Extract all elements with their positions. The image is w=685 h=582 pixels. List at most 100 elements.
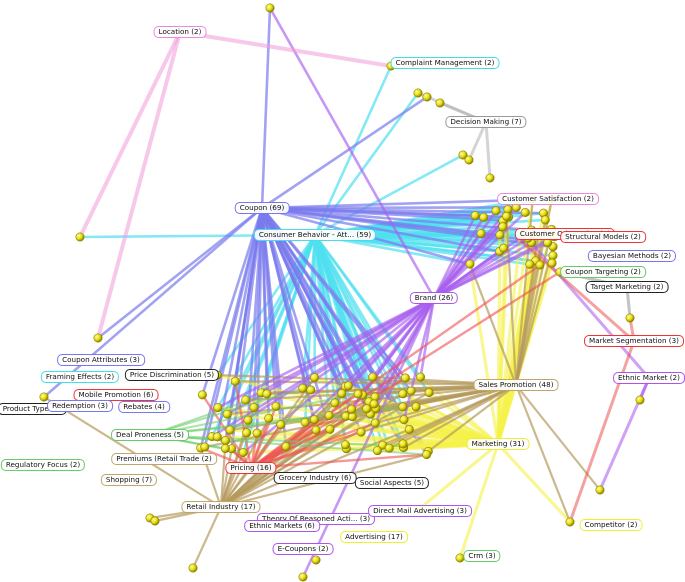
paper-node[interactable] (311, 425, 321, 435)
paper-node[interactable] (347, 412, 357, 422)
paper-node[interactable] (502, 211, 512, 221)
concept-label-coupon[interactable]: Coupon (69) (234, 202, 290, 214)
paper-node[interactable] (353, 389, 363, 399)
concept-label-framing-effects[interactable]: Framing Effects (2) (40, 371, 120, 383)
concept-label-direct-mail-advertising[interactable]: Direct Mail Advertising (3) (368, 505, 472, 517)
paper-node[interactable] (595, 485, 605, 495)
paper-node[interactable] (241, 395, 251, 405)
paper-node[interactable] (520, 207, 530, 217)
paper-node[interactable] (406, 386, 416, 396)
paper-node[interactable] (635, 395, 645, 405)
paper-node[interactable] (343, 381, 353, 391)
paper-node[interactable] (197, 390, 207, 400)
concept-label-competitor[interactable]: Competitor (2) (579, 519, 643, 531)
paper-node[interactable] (309, 415, 319, 425)
paper-node[interactable] (222, 409, 232, 419)
paper-node[interactable] (330, 398, 340, 408)
paper-node[interactable] (298, 572, 308, 582)
paper-node[interactable] (398, 402, 408, 412)
paper-node[interactable] (230, 376, 240, 386)
concept-label-market-segmentation[interactable]: Market Segmentation (3) (584, 335, 684, 347)
paper-node[interactable] (400, 373, 410, 383)
paper-node[interactable] (535, 260, 545, 270)
paper-node[interactable] (548, 251, 558, 261)
paper-node[interactable] (188, 563, 198, 573)
concept-label-regulatory-focus[interactable]: Regulatory Focus (2) (0, 459, 86, 471)
concept-label-ethnic-market[interactable]: Ethnic Market (2) (613, 372, 685, 384)
paper-node[interactable] (225, 425, 235, 435)
paper-node[interactable] (399, 415, 409, 425)
paper-node[interactable] (150, 516, 160, 526)
concept-label-social-aspects[interactable]: Social Aspects (5) (354, 477, 430, 489)
paper-node[interactable] (404, 424, 414, 434)
paper-node[interactable] (498, 222, 508, 232)
paper-node[interactable] (93, 333, 103, 343)
concept-label-price-discrimination[interactable]: Price Discrimination (5) (124, 369, 220, 381)
paper-node[interactable] (212, 432, 222, 442)
paper-node[interactable] (485, 173, 495, 183)
paper-node[interactable] (347, 404, 357, 414)
paper-node[interactable] (262, 389, 272, 399)
paper-node[interactable] (249, 402, 259, 412)
paper-node[interactable] (470, 211, 480, 221)
paper-node[interactable] (435, 98, 445, 108)
paper-node[interactable] (422, 92, 432, 102)
paper-node[interactable] (298, 383, 308, 393)
paper-node[interactable] (625, 313, 635, 323)
concept-label-consumer-behavior[interactable]: Consumer Behavior - Att... (59) (253, 229, 377, 241)
paper-node[interactable] (238, 447, 248, 457)
paper-node[interactable] (75, 232, 85, 242)
concept-label-target-marketing[interactable]: Target Marketing (2) (585, 281, 669, 293)
paper-node[interactable] (547, 258, 557, 268)
concept-label-pricing[interactable]: Pricing (16) (225, 462, 277, 474)
paper-node[interactable] (422, 450, 432, 460)
paper-node[interactable] (458, 150, 468, 160)
concept-label-location[interactable]: Location (2) (153, 26, 207, 38)
paper-node[interactable] (252, 428, 262, 438)
concept-label-structural-models[interactable]: Structural Models (2) (560, 231, 646, 243)
paper-node[interactable] (325, 424, 335, 434)
concept-label-brand[interactable]: Brand (26) (409, 292, 459, 304)
concept-label-advertising[interactable]: Advertising (17) (340, 531, 408, 543)
concept-label-bayesian-methods[interactable]: Bayesian Methods (2) (587, 250, 677, 262)
paper-node[interactable] (424, 388, 434, 398)
paper-node[interactable] (220, 444, 230, 454)
concept-label-grocery-industry[interactable]: Grocery Industry (6) (273, 472, 357, 484)
paper-node[interactable] (324, 411, 334, 421)
paper-node[interactable] (310, 373, 320, 383)
concept-label-complaint-management[interactable]: Complaint Management (2) (390, 57, 500, 69)
paper-node[interactable] (565, 517, 575, 527)
paper-node[interactable] (398, 389, 408, 399)
paper-node[interactable] (340, 440, 350, 450)
concept-label-crm[interactable]: Crm (3) (463, 550, 501, 562)
paper-node[interactable] (398, 439, 408, 449)
paper-node[interactable] (416, 372, 426, 382)
paper-node[interactable] (243, 415, 253, 425)
paper-node[interactable] (39, 392, 49, 402)
paper-node[interactable] (372, 446, 382, 456)
concept-label-customer-satisfaction[interactable]: Customer Satisfaction (2) (497, 193, 599, 205)
paper-node[interactable] (476, 228, 486, 238)
concept-label-shopping[interactable]: Shopping (7) (100, 474, 158, 486)
paper-node[interactable] (411, 402, 421, 412)
paper-node[interactable] (465, 259, 475, 269)
paper-node[interactable] (479, 212, 489, 222)
concept-label-ethnic-markets[interactable]: Ethnic Markets (6) (244, 520, 320, 532)
paper-node[interactable] (281, 442, 291, 452)
paper-node[interactable] (495, 230, 505, 240)
concept-label-redemption[interactable]: Redemption (3) (47, 400, 113, 412)
paper-node[interactable] (540, 215, 550, 225)
paper-node[interactable] (276, 420, 286, 430)
paper-node[interactable] (300, 417, 310, 427)
paper-node[interactable] (265, 3, 275, 13)
paper-node[interactable] (491, 206, 501, 216)
paper-node[interactable] (306, 385, 316, 395)
paper-node[interactable] (221, 436, 231, 446)
concept-label-marketing[interactable]: Marketing (31) (466, 438, 530, 450)
paper-node[interactable] (213, 403, 223, 413)
concept-label-sales-promotion[interactable]: Sales Promotion (48) (473, 379, 559, 391)
concept-label-retail-industry[interactable]: Retail Industry (17) (181, 501, 261, 513)
paper-node[interactable] (464, 155, 474, 165)
concept-label-premiums-retail-trade[interactable]: Premiums (Retail Trade (2) (111, 453, 217, 465)
paper-node[interactable] (384, 443, 394, 453)
